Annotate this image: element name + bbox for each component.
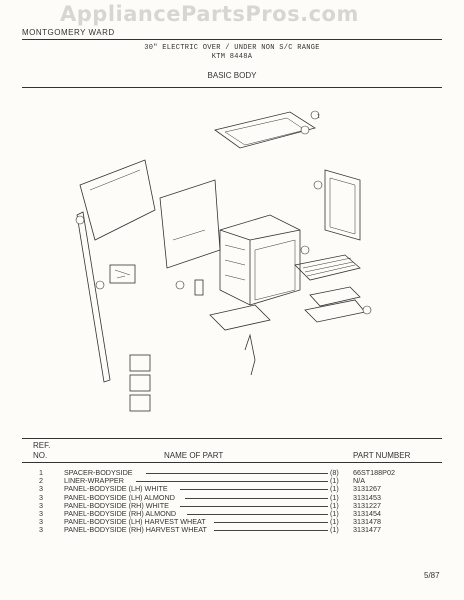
leader-line (214, 530, 328, 532)
qty-cell: (1) (330, 508, 339, 518)
qty-cell: (8) (330, 468, 339, 477)
table-row: 3 PANEL-BODYSIDE (RH) HARVEST WHEAT (1) … (30, 526, 450, 534)
name-header: NAME OF PART (164, 451, 224, 460)
name-cell: PANEL-BODYSIDE (LH) WHITE (64, 484, 168, 494)
leveling-leg (194, 279, 204, 296)
leader-line (185, 497, 328, 499)
leader-line (214, 522, 328, 524)
leader-line (146, 473, 328, 474)
name-cell: PANEL-BODYSIDE (RH) ALMOND (64, 508, 177, 518)
part-number-header: PART NUMBER (353, 451, 411, 460)
part-number-cell: 3131454 (353, 508, 381, 518)
name-cell: SPACER-BODYSIDE (64, 468, 133, 477)
hinge-part-1 (129, 354, 151, 372)
leader-line (136, 481, 328, 483)
part-number-cell: 3131477 (353, 525, 381, 535)
part-number-cell: 66ST188P02 (353, 468, 395, 477)
ref-header: REF. (33, 441, 51, 450)
ref-cell: 3 (39, 484, 43, 494)
door-frame (324, 169, 361, 241)
name-cell: LINER-WRAPPER (64, 476, 124, 486)
part-number-cell: 3131267 (353, 484, 381, 494)
oven-cavity (219, 214, 301, 306)
name-cell: PANEL-BODYSIDE (LH) HARVEST WHEAT (64, 517, 206, 527)
name-cell: PANEL-BODYSIDE (LH) ALMOND (64, 492, 175, 502)
top-panel (214, 111, 316, 149)
part-number-cell: 3131453 (353, 492, 381, 502)
brand-label: MONTGOMERY WARD (22, 28, 115, 37)
trim-strip (76, 211, 111, 383)
oven-rack (294, 254, 361, 281)
watermark: AppliancePartsPros.com (60, 2, 359, 26)
table-row: 3 PANEL-BODYSIDE (RH) ALMOND (1) 3131454 (30, 508, 450, 518)
part-number-cell: 3131227 (353, 500, 381, 510)
rear-panel (79, 159, 156, 241)
hinge-part-2 (129, 374, 151, 392)
qty-cell: (1) (330, 492, 339, 502)
side-panel (159, 179, 221, 269)
ref-cell: 3 (39, 500, 43, 510)
ref-header-no: NO. (33, 451, 48, 460)
table-top-rule (22, 438, 442, 439)
section-rule (22, 87, 442, 88)
ref-cell: 3 (39, 517, 43, 527)
name-cell: PANEL-BODYSIDE (RH) WHITE (64, 500, 169, 510)
table-row: 2 LINER-WRAPPER (1) N/A (30, 477, 450, 485)
ref-cell: 3 (39, 492, 43, 502)
part-number-cell: N/A (353, 476, 365, 486)
qty-cell: (1) (330, 500, 339, 510)
model-number: KTM 8448A (211, 53, 253, 61)
part-number-cell: 3131478 (353, 517, 381, 527)
exploded-parts-diagram: 1 (75, 110, 372, 412)
parts-table: 1 SPACER-BODYSIDE (8) 66ST188P02 2 LINER… (30, 469, 450, 535)
top-rule (22, 39, 442, 40)
leader-line (180, 489, 328, 491)
qty-cell: (1) (330, 484, 339, 494)
bracket (109, 264, 136, 284)
callout-circle (310, 110, 320, 120)
table-row: 1 SPACER-BODYSIDE (8) 66ST188P02 (30, 469, 450, 477)
hinge-part-3 (129, 394, 151, 412)
table-row: 3 PANEL-BODYSIDE (RH) WHITE (1) 3131227 (30, 500, 450, 510)
ref-cell: 1 (39, 468, 43, 477)
broiler-pan (309, 286, 361, 307)
door-hinge (244, 333, 256, 376)
ref-cell: 2 (39, 476, 43, 486)
leader-line (187, 513, 328, 515)
section-title: BASIC BODY (207, 71, 257, 80)
page-footer: 5/87 (424, 571, 440, 580)
callout-number: 1 (317, 114, 320, 120)
table-row: 3 PANEL-BODYSIDE (LH) ALMOND (1) 3131453 (30, 492, 450, 502)
qty-cell: (1) (330, 476, 339, 486)
table-row: 3 PANEL-BODYSIDE (LH) HARVEST WHEAT (1) … (30, 518, 450, 526)
model-description: 30" ELECTRIC OVER / UNDER NON S/C RANGE (144, 44, 320, 52)
ref-cell: 3 (39, 508, 43, 518)
name-cell: PANEL-BODYSIDE (RH) HARVEST WHEAT (64, 525, 207, 535)
leader-line (180, 505, 328, 507)
qty-cell: (1) (330, 517, 339, 527)
qty-cell: (1) (330, 525, 339, 535)
table-row: 3 PANEL-BODYSIDE (LH) WHITE (1) 3131267 (30, 485, 450, 493)
bottom-pan (209, 304, 271, 331)
table-header-rule (22, 462, 442, 463)
ref-cell: 3 (39, 525, 43, 535)
